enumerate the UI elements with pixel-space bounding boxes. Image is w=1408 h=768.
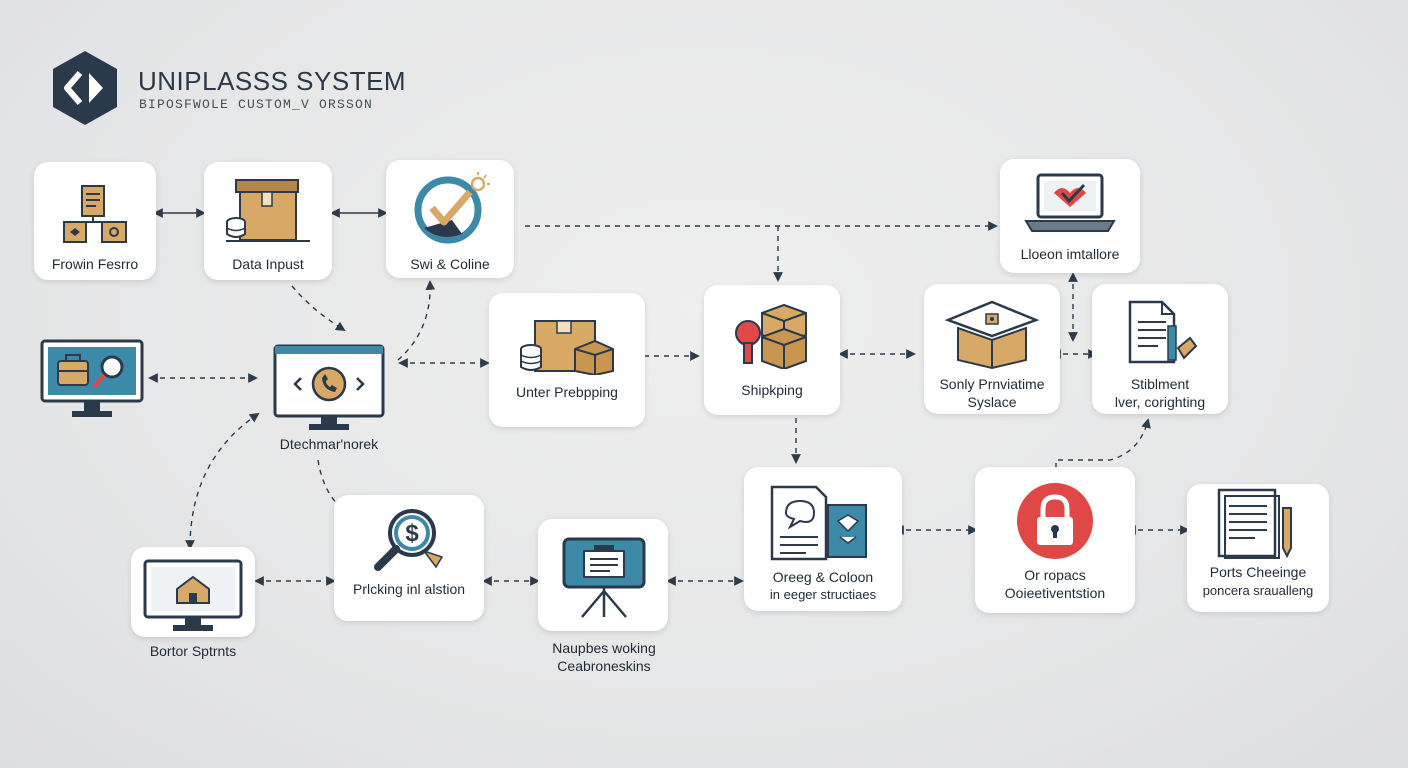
node-naupbes bbox=[538, 519, 668, 631]
documents-icon bbox=[770, 485, 867, 561]
node-sonly-prnviatime: Sonly Prnviatime Syslace bbox=[924, 284, 1060, 414]
node-label-line2: Ooieetiventstion bbox=[1004, 585, 1106, 601]
node-bortor-sptrnts bbox=[131, 547, 255, 637]
node-label-dtechmar: Dtechmar'norek bbox=[279, 436, 379, 452]
boxes-clipboard-icon bbox=[63, 185, 127, 243]
connector-oropacs-stiblment bbox=[1055, 418, 1151, 468]
connector-dtechmar-prlcking bbox=[317, 459, 362, 522]
node-label-naupbes-2: Ceabroneskins bbox=[557, 658, 651, 674]
node-label: Frowin Fesrro bbox=[51, 256, 139, 272]
node-label: Oreeg & Coloon bbox=[772, 569, 874, 585]
node-unter-prebpping: Unter Prebpping bbox=[489, 293, 645, 427]
node-label: Lloeon imtallore bbox=[1020, 246, 1120, 262]
node-label-line2: Syslace bbox=[967, 394, 1017, 410]
cardboard-box-icon bbox=[226, 179, 310, 242]
page-subtitle: BIPOSFWOLE CUSTOM_V ORSSON bbox=[139, 97, 374, 112]
node-label-line2: in eeger structiaes bbox=[769, 587, 877, 602]
svg-text:$: $ bbox=[405, 520, 419, 547]
laptop-check-icon bbox=[1024, 173, 1116, 232]
node-data-inpust: Data Inpust bbox=[204, 162, 332, 280]
node-label: Swi & Coline bbox=[410, 256, 490, 272]
box-stack-icon bbox=[520, 320, 614, 375]
document-pen-icon bbox=[1128, 300, 1198, 364]
node-stiblment: Stiblment lver, corighting bbox=[1092, 284, 1228, 414]
node-label-line2: lver, corighting bbox=[1114, 394, 1206, 410]
connector-dtechmar-swi bbox=[397, 280, 436, 361]
monitor-house-icon bbox=[143, 559, 243, 631]
node-label-bortor: Bortor Sptrnts bbox=[149, 643, 237, 659]
node-label: Sonly Prnviatime bbox=[939, 376, 1045, 392]
connector-dtechmar-bortor bbox=[185, 412, 260, 550]
node-label: Stiblment bbox=[1130, 376, 1190, 392]
easel-board-icon bbox=[562, 537, 646, 618]
node-label: Prlcking inl alstion bbox=[352, 581, 466, 597]
node-or-ropacs: Or ropacs Ooieetiventstion bbox=[975, 467, 1135, 613]
checkmark-gauge-icon bbox=[414, 172, 490, 244]
node-label: Shipkping bbox=[741, 382, 803, 398]
node-swi-coline: Swi & Coline bbox=[386, 160, 514, 278]
node-ports-cheeinge: Ports Cheeinge poncera sraualleng bbox=[1187, 484, 1329, 612]
node-label: Data Inpust bbox=[232, 256, 304, 272]
open-box-icon bbox=[944, 300, 1040, 370]
node-label-line2: poncera sraualleng bbox=[1202, 583, 1314, 598]
node-lloeon-imtallore: Lloeon imtallore bbox=[1000, 159, 1140, 273]
node-frowin-fesrro: Frowin Fesrro bbox=[34, 162, 156, 280]
node-label: Or ropacs bbox=[1024, 567, 1086, 583]
logo bbox=[53, 51, 117, 125]
node-label: Unter Prebpping bbox=[516, 384, 618, 400]
node-shipkping: Shipkping bbox=[704, 285, 840, 415]
page-title: UNIPLASSS SYSTEM bbox=[138, 66, 407, 96]
monitor-phone-icon bbox=[273, 344, 385, 430]
document-pencil-icon bbox=[1217, 488, 1292, 559]
dollar-magnifier-icon: $ bbox=[374, 509, 444, 571]
padlock-icon bbox=[1017, 483, 1093, 559]
connector-data-dtechmar bbox=[291, 285, 346, 332]
node-oreeg-coloon: Oreeg & Coloon in eeger structiaes bbox=[744, 467, 902, 611]
node-label-naupbes-1: Naupbes woking bbox=[552, 640, 656, 656]
monitor-bag-search-icon bbox=[40, 339, 144, 417]
node-label: Ports Cheeinge bbox=[1209, 564, 1307, 580]
boxes-pin-icon bbox=[735, 303, 807, 369]
node-prlcking: $ Prlcking inl alstion bbox=[334, 495, 484, 621]
